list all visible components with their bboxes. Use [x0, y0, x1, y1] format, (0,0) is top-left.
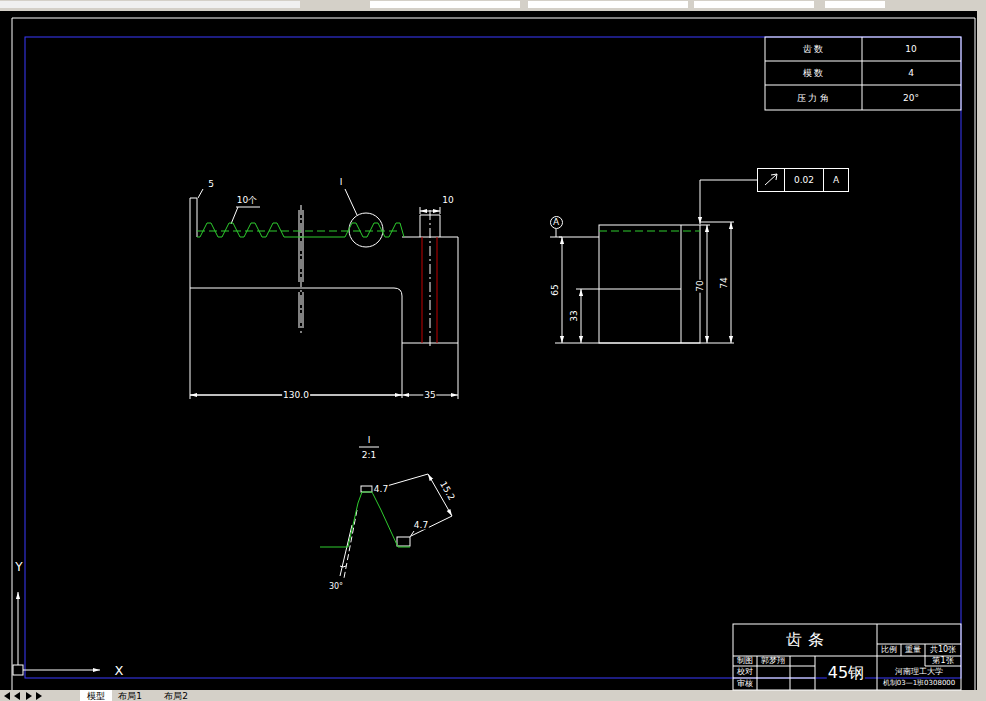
title-block [733, 624, 961, 690]
axis-label: X [114, 664, 125, 677]
table-cell: 4 [907, 69, 915, 78]
toolbar-icons [0, 1, 300, 8]
title-cell: 共10张 [929, 646, 957, 654]
dimension-text: 4.7 [373, 485, 389, 494]
drawing-frame [25, 37, 961, 678]
dimension-text: 15.2 [438, 479, 457, 503]
table-cell: 齿 数 [802, 45, 825, 54]
title-cell: 郭梦翔 [760, 657, 786, 665]
runout-symbol [758, 169, 784, 191]
dimension-text: 74 [720, 276, 729, 289]
dimension-text: 33 [570, 309, 579, 322]
pitch-line [599, 231, 700, 232]
tab-label: 布局1 [117, 692, 143, 701]
title-cell: 重量 [904, 646, 922, 654]
table-cell: 压 力 角 [796, 94, 831, 103]
table-cell: 模 数 [802, 69, 825, 78]
datum-reference: A [823, 169, 848, 191]
toolbar-field [370, 1, 520, 8]
detail-callout: I [367, 436, 372, 445]
tab-label: 模型 [86, 692, 106, 701]
axis-label: Y [14, 561, 23, 573]
toolbar [0, 0, 986, 11]
dimension-text: 5 [207, 180, 215, 189]
dimension-text: 4.7 [413, 521, 429, 530]
dimension-text: 10 [441, 196, 454, 205]
material-text: 45钢 [827, 665, 865, 681]
tab-bar [0, 690, 986, 701]
feature-control-frame: 0.02A [757, 168, 849, 192]
scrollbar [977, 11, 986, 701]
detail-callout: I [339, 178, 344, 187]
dimension-text: 65 [551, 283, 560, 296]
hidden-hole [422, 237, 437, 343]
table-cell: 10 [904, 45, 917, 54]
toolbar-field [825, 1, 885, 8]
datum-letter: A [553, 218, 559, 227]
tab [80, 690, 112, 701]
dimension-text: 70 [696, 279, 705, 292]
note-text: 10个 [236, 196, 258, 205]
dimension-text: 30° [328, 583, 344, 591]
title-text: 齿 条 [785, 632, 824, 648]
scale-text: 2:1 [361, 451, 377, 460]
parameter-table [765, 37, 961, 110]
table-cell: 20° [902, 94, 920, 103]
sheet-border [12, 18, 975, 690]
tolerance-value: 0.02 [784, 169, 823, 191]
tab-arrows [4, 692, 42, 700]
tab-label: 布局2 [163, 692, 189, 701]
side-view [550, 180, 757, 343]
rack-teeth [197, 223, 404, 237]
toolbar-field [694, 1, 814, 8]
dimension-text: 130.0 [282, 391, 310, 400]
runout-arrow [758, 169, 784, 191]
title-cell: 校对 [736, 668, 754, 676]
ucs-icon [13, 592, 100, 675]
toolbar-field [528, 1, 688, 8]
dimension-text: 35 [423, 391, 436, 400]
title-cell: 河南理工大学 [894, 668, 944, 676]
datum-symbol: A [550, 216, 563, 229]
title-cell: 比例 [880, 646, 898, 654]
tooth-profile [320, 492, 410, 547]
detail-view [340, 447, 452, 578]
title-cell: 审核 [736, 680, 754, 688]
title-cell: 机制03—1班0308000 [882, 680, 957, 687]
front-view [190, 189, 458, 399]
title-cell: 第1张 [931, 657, 954, 665]
title-cell: 制图 [736, 657, 754, 665]
